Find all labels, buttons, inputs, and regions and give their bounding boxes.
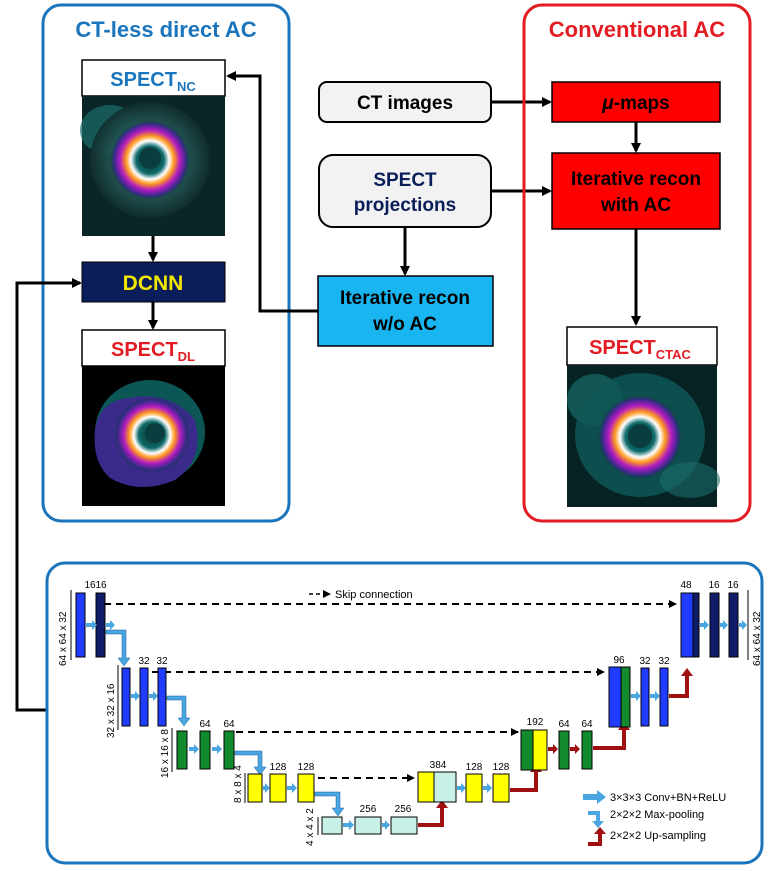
iter-recon-ac-line1: Iterative recon (571, 169, 701, 190)
svg-text:256: 256 (395, 804, 412, 815)
spect-ctac-image (567, 365, 720, 507)
spect-projections-box (318, 154, 492, 228)
unet-level2-left: 32 32 32 x 32 x 16 (106, 656, 168, 738)
unet-level2-right: 96 32 32 (608, 655, 670, 728)
svg-text:64: 64 (558, 719, 570, 730)
svg-text:128: 128 (298, 762, 315, 773)
svg-text:64: 64 (581, 719, 593, 730)
spect-projections-line2: projections (354, 195, 456, 216)
dcnn-box (81, 261, 226, 303)
legend-pool-label: 2×2×2 Max-pooling (610, 809, 704, 821)
dcnn-label: DCNN (123, 272, 184, 295)
svg-text:32: 32 (639, 656, 651, 667)
arrow-noac-to-spect-nc (226, 71, 318, 313)
svg-text:16: 16 (727, 580, 739, 591)
skip-legend-label: Skip connection (335, 589, 413, 601)
legend-up-label: 2×2×2 Up-sampling (610, 830, 706, 842)
maxpool-arrow-2 (166, 695, 191, 727)
unet-legend: 3×3×3 Conv+BN+ReLU 2×2×2 Max-pooling 2×2… (583, 790, 726, 846)
unet-level5-bottleneck: 256 256 4 x 4 x 2 (305, 804, 418, 846)
legend-pool-icon (588, 811, 604, 828)
svg-text:32: 32 (138, 656, 150, 667)
unet-level4-right: 384 128 128 (417, 760, 510, 803)
svg-text:16: 16 (95, 580, 107, 591)
iter-recon-noac-line1: Iterative recon (340, 288, 470, 309)
iter-recon-ac-box (551, 152, 721, 230)
iter-recon-noac-line2: w/o AC (372, 314, 437, 335)
svg-text:128: 128 (493, 762, 510, 773)
svg-text:16: 16 (708, 580, 720, 591)
unet-level3-right: 192 64 64 (520, 717, 593, 771)
svg-text:128: 128 (466, 762, 483, 773)
iter-recon-noac-box (317, 275, 494, 347)
spect-dl-image (82, 366, 225, 506)
svg-text:32: 32 (658, 656, 670, 667)
ct-images-label: CT images (357, 93, 453, 114)
svg-text:4 x 4 x 2: 4 x 4 x 2 (305, 808, 316, 846)
right-panel-frame (522, 3, 752, 523)
svg-text:64 x 64 x 32: 64 x 64 x 32 (752, 611, 763, 666)
unet-level3-left: 64 64 16 x 16 x 8 (160, 719, 235, 778)
maxpool-arrow-4 (314, 791, 345, 817)
upsample-arrow-4 (669, 668, 693, 698)
maxpool-arrow-1 (105, 629, 131, 667)
svg-text:192: 192 (527, 717, 544, 728)
svg-text:16: 16 (84, 580, 96, 591)
mu-maps-label: μ-maps (601, 93, 669, 114)
unet-panel-frame (45, 561, 764, 865)
spect-nc-label: SPECTNC (110, 69, 196, 94)
svg-text:48: 48 (680, 580, 692, 591)
svg-text:128: 128 (270, 762, 287, 773)
legend-conv-label: 3×3×3 Conv+BN+ReLU (610, 792, 726, 804)
svg-text:8 x 8 x 4: 8 x 8 x 4 (233, 765, 244, 803)
upsample-arrow-3 (593, 722, 630, 750)
legend-up-icon (588, 827, 606, 846)
spect-dl-label-box (81, 329, 226, 367)
right-panel-title: Conventional AC (549, 17, 726, 42)
svg-text:32 x 32 x 16: 32 x 32 x 16 (106, 683, 117, 738)
unet-level4-left: 128 128 8 x 8 x 4 (233, 762, 315, 803)
spect-dl-label: SPECTDL (111, 339, 195, 364)
maxpool-arrow-3 (234, 750, 267, 776)
svg-text:64: 64 (223, 719, 235, 730)
svg-text:32: 32 (156, 656, 168, 667)
spect-ctac-label: SPECTCTAC (589, 337, 691, 362)
spect-nc-image (80, 96, 225, 236)
upsample-arrow-1 (418, 800, 448, 827)
svg-text:64: 64 (199, 719, 211, 730)
svg-text:16 x 16 x 8: 16 x 16 x 8 (160, 729, 171, 778)
svg-text:384: 384 (430, 760, 447, 771)
left-panel-title: CT-less direct AC (75, 17, 256, 42)
arrow-unet-to-dcnn (15, 278, 82, 712)
upsample-arrow-2 (510, 764, 542, 792)
spect-projections-line1: SPECT (373, 170, 437, 191)
svg-text:96: 96 (613, 655, 625, 666)
unet-level1-right: 48 16 16 64 x 64 x 32 (680, 580, 763, 666)
unet-level1-left: 16 16 64 x 64 x 32 (58, 580, 115, 666)
iter-recon-ac-line2: with AC (600, 195, 671, 216)
svg-text:64 x 64 x 32: 64 x 64 x 32 (58, 611, 69, 666)
legend-conv-icon (583, 790, 606, 804)
spect-ctac-label-box (566, 326, 718, 366)
svg-text:256: 256 (360, 804, 377, 815)
left-panel-frame (41, 3, 291, 523)
mu-maps-box (551, 81, 721, 123)
